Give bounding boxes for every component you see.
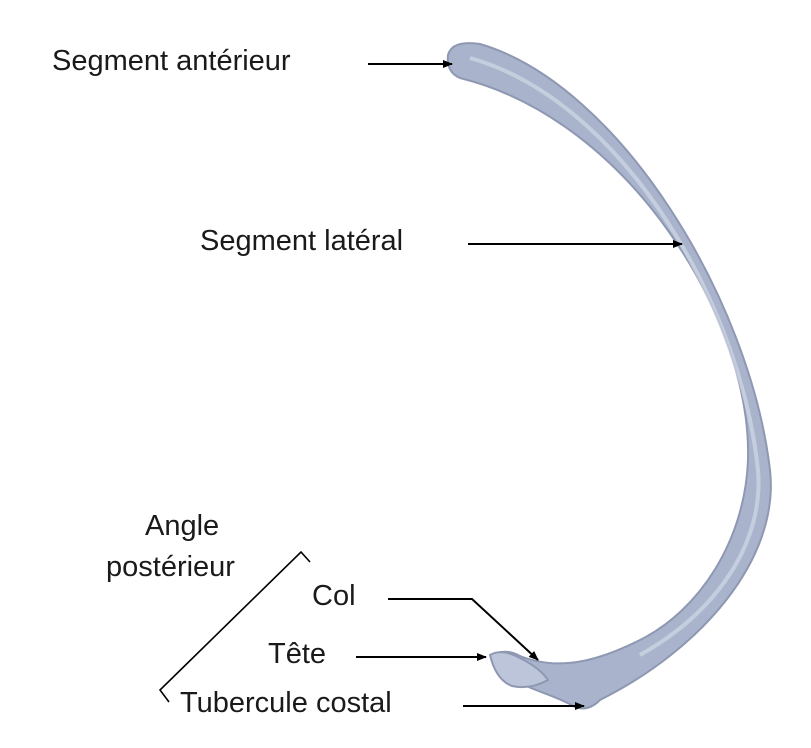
label-posterior-angle-line1: Angle xyxy=(145,510,220,542)
neck-arrow xyxy=(388,598,539,661)
label-neck: Col xyxy=(312,580,356,612)
leader-lines xyxy=(356,60,683,710)
label-anterior-segment: Segment antérieur xyxy=(52,45,291,77)
rib-body xyxy=(446,42,772,710)
label-lateral-segment: Segment latéral xyxy=(200,225,404,257)
rib-head xyxy=(488,651,550,689)
posterior-angle-bracket xyxy=(158,550,311,703)
label-head: Tête xyxy=(268,638,327,670)
rib-highlight xyxy=(469,56,761,657)
label-posterior-angle-line2: postérieur xyxy=(106,551,235,583)
label-costal-tubercle: Tubercule costal xyxy=(180,687,392,719)
rib-bone xyxy=(446,42,772,710)
